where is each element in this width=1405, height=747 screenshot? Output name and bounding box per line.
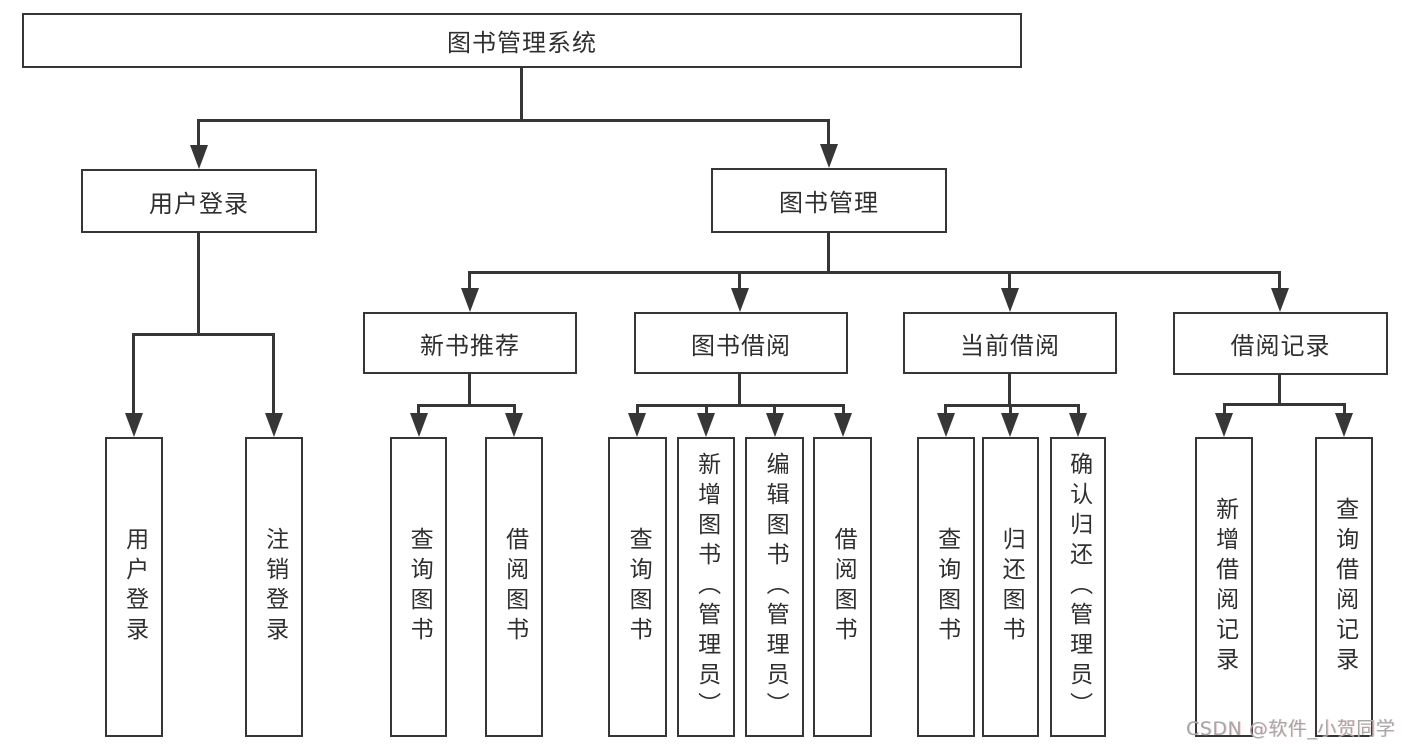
arrowhead-down — [505, 413, 523, 437]
node-user-login: 用户登录 — [81, 169, 317, 233]
leaf-label: 查询借阅记录 — [1331, 497, 1358, 677]
connector-line — [132, 333, 135, 413]
leaf-label: 借阅图书 — [830, 527, 857, 647]
arrowhead-down — [820, 144, 838, 168]
leaf-label: 注销登录 — [261, 527, 288, 647]
leaf-borrow-books-recommend: 借阅图书 — [485, 437, 543, 737]
leaf-label: 归还图书 — [998, 527, 1025, 647]
leaf-label: 借阅图书 — [501, 527, 528, 647]
node-label: 用户登录 — [149, 189, 249, 218]
leaf-query-books-current: 查询图书 — [917, 437, 975, 737]
connector-line — [1278, 271, 1281, 290]
leaf-add-borrow-record: 新增借阅记录 — [1195, 437, 1253, 737]
connector-line — [468, 374, 471, 407]
connector-line — [132, 333, 275, 336]
connector-line — [197, 119, 200, 147]
node-current-borrow: 当前借阅 — [903, 312, 1117, 374]
connector-line — [773, 404, 776, 415]
leaf-label: 新增图书（管理员） — [693, 452, 720, 722]
connector-line — [468, 271, 471, 290]
node-borrow-record: 借阅记录 — [1173, 312, 1388, 375]
connector-line — [1009, 404, 1012, 415]
leaf-borrow-books: 借阅图书 — [813, 437, 872, 737]
leaf-user-login: 用户登录 — [105, 437, 163, 737]
connector-line — [738, 374, 741, 407]
arrowhead-down — [461, 288, 479, 312]
arrowhead-down — [766, 413, 784, 437]
leaf-label: 新增借阅记录 — [1211, 497, 1238, 677]
node-new-book-recommend: 新书推荐 — [363, 312, 577, 374]
connector-line — [1223, 403, 1346, 406]
connector-line — [636, 404, 639, 415]
node-label: 图书借阅 — [691, 331, 791, 360]
arrowhead-down — [937, 413, 955, 437]
connector-line — [827, 233, 830, 274]
connector-line — [944, 404, 1080, 407]
connector-line — [842, 404, 845, 415]
node-label: 图书管理系统 — [447, 29, 597, 57]
arrowhead-down — [190, 145, 208, 169]
arrowhead-down — [1001, 413, 1019, 437]
arrowhead-down — [1215, 413, 1233, 437]
arrowhead-down — [125, 413, 143, 437]
leaf-label: 用户登录 — [121, 527, 148, 647]
leaf-label: 确认归还（管理员） — [1065, 452, 1092, 722]
arrowhead-down — [410, 413, 428, 437]
connector-line — [636, 404, 845, 407]
leaf-label: 查询图书 — [933, 527, 960, 647]
arrowhead-down — [1271, 288, 1289, 312]
leaf-add-books-admin: 新增图书（管理员） — [677, 437, 735, 737]
connector-line — [944, 404, 947, 415]
connector-line — [1223, 403, 1226, 415]
connector-line — [827, 119, 830, 146]
leaf-return-books: 归还图书 — [982, 437, 1039, 737]
connector-line — [197, 119, 830, 122]
arrowhead-down — [731, 288, 749, 312]
node-book-management: 图书管理 — [711, 168, 947, 233]
leaf-label: 编辑图书（管理员） — [762, 452, 789, 722]
arrowhead-down — [1335, 413, 1353, 437]
node-library-management-system: 图书管理系统 — [22, 13, 1022, 68]
connector-line — [520, 67, 523, 121]
connector-line — [1343, 403, 1346, 415]
arrowhead-down — [628, 413, 646, 437]
leaf-query-books-recommend: 查询图书 — [390, 437, 447, 737]
connector-line — [513, 404, 516, 415]
connector-line — [417, 404, 516, 407]
arrowhead-down — [697, 413, 715, 437]
connector-line — [468, 271, 1281, 274]
connector-line — [197, 233, 200, 336]
leaf-confirm-return-admin: 确认归还（管理员） — [1050, 437, 1106, 737]
leaf-label: 查询图书 — [406, 527, 433, 647]
connector-line — [1008, 271, 1011, 290]
arrowhead-down — [1069, 413, 1087, 437]
arrowhead-down — [1001, 288, 1019, 312]
node-label: 当前借阅 — [960, 331, 1060, 360]
connector-line — [1008, 374, 1011, 407]
node-book-borrow: 图书借阅 — [634, 312, 848, 374]
node-label: 图书管理 — [779, 189, 879, 217]
node-label: 新书推荐 — [420, 331, 520, 360]
leaf-query-borrow-record: 查询借阅记录 — [1315, 437, 1373, 737]
arrowhead-down — [834, 413, 852, 437]
csdn-watermark: CSDN @软件_小贺同学 — [1186, 718, 1396, 740]
leaf-logout: 注销登录 — [245, 437, 303, 737]
leaf-query-books-borrow: 查询图书 — [608, 437, 667, 737]
connector-line — [1077, 404, 1080, 415]
leaf-label: 查询图书 — [625, 527, 652, 647]
node-label: 借阅记录 — [1230, 332, 1331, 360]
connector-line — [738, 271, 741, 290]
leaf-edit-books-admin: 编辑图书（管理员） — [745, 437, 804, 737]
connector-line — [272, 333, 275, 413]
connector-line — [1278, 375, 1281, 405]
arrowhead-down — [265, 413, 283, 437]
connector-line — [705, 404, 708, 415]
connector-line — [417, 404, 420, 415]
